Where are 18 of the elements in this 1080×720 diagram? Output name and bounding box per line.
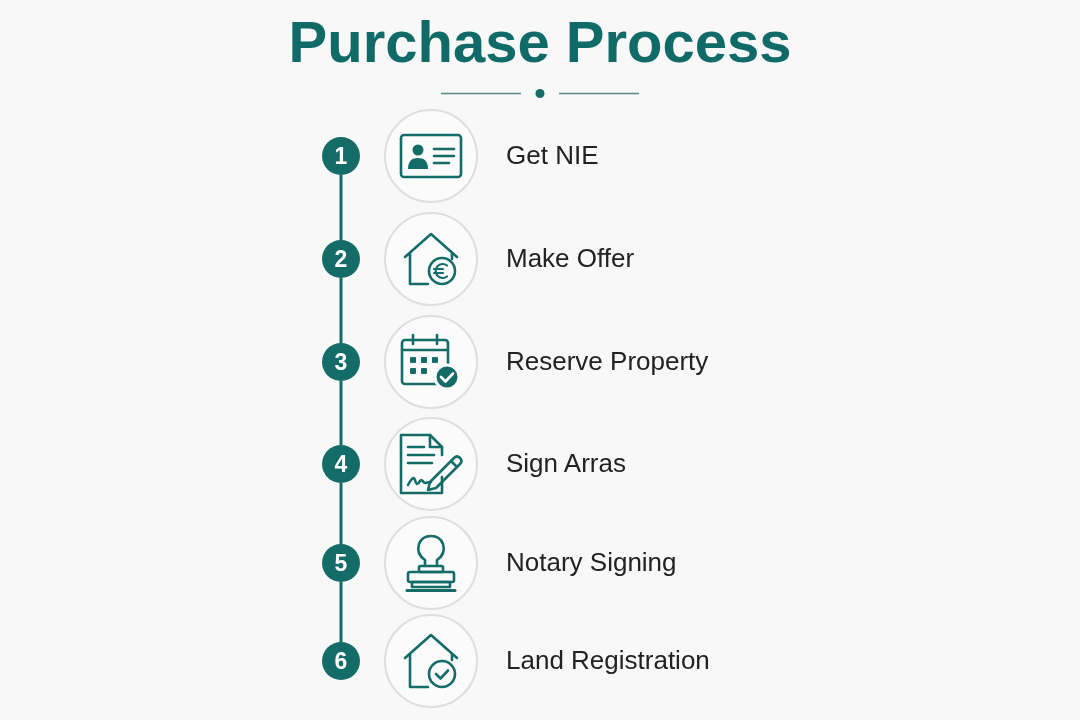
connector-line [339,483,343,544]
step-number: 5 [322,544,360,582]
connector-line [339,175,343,240]
step-number: 4 [322,445,360,483]
title: Purchase Process [288,13,792,71]
step-number: 2 [322,240,360,278]
step-number: 3 [322,343,360,381]
step-number: 1 [322,137,360,175]
step-label: Notary Signing [506,546,677,578]
step-number: 6 [322,642,360,680]
connector-line [339,381,343,445]
step-label: Get NIE [506,139,599,171]
step-label: Land Registration [506,644,710,676]
connector-line [339,278,343,343]
connector-line [339,582,343,642]
step-label: Reserve Property [506,345,709,377]
step-label: Sign Arras [506,447,626,479]
step-label: Make Offer [506,242,635,274]
